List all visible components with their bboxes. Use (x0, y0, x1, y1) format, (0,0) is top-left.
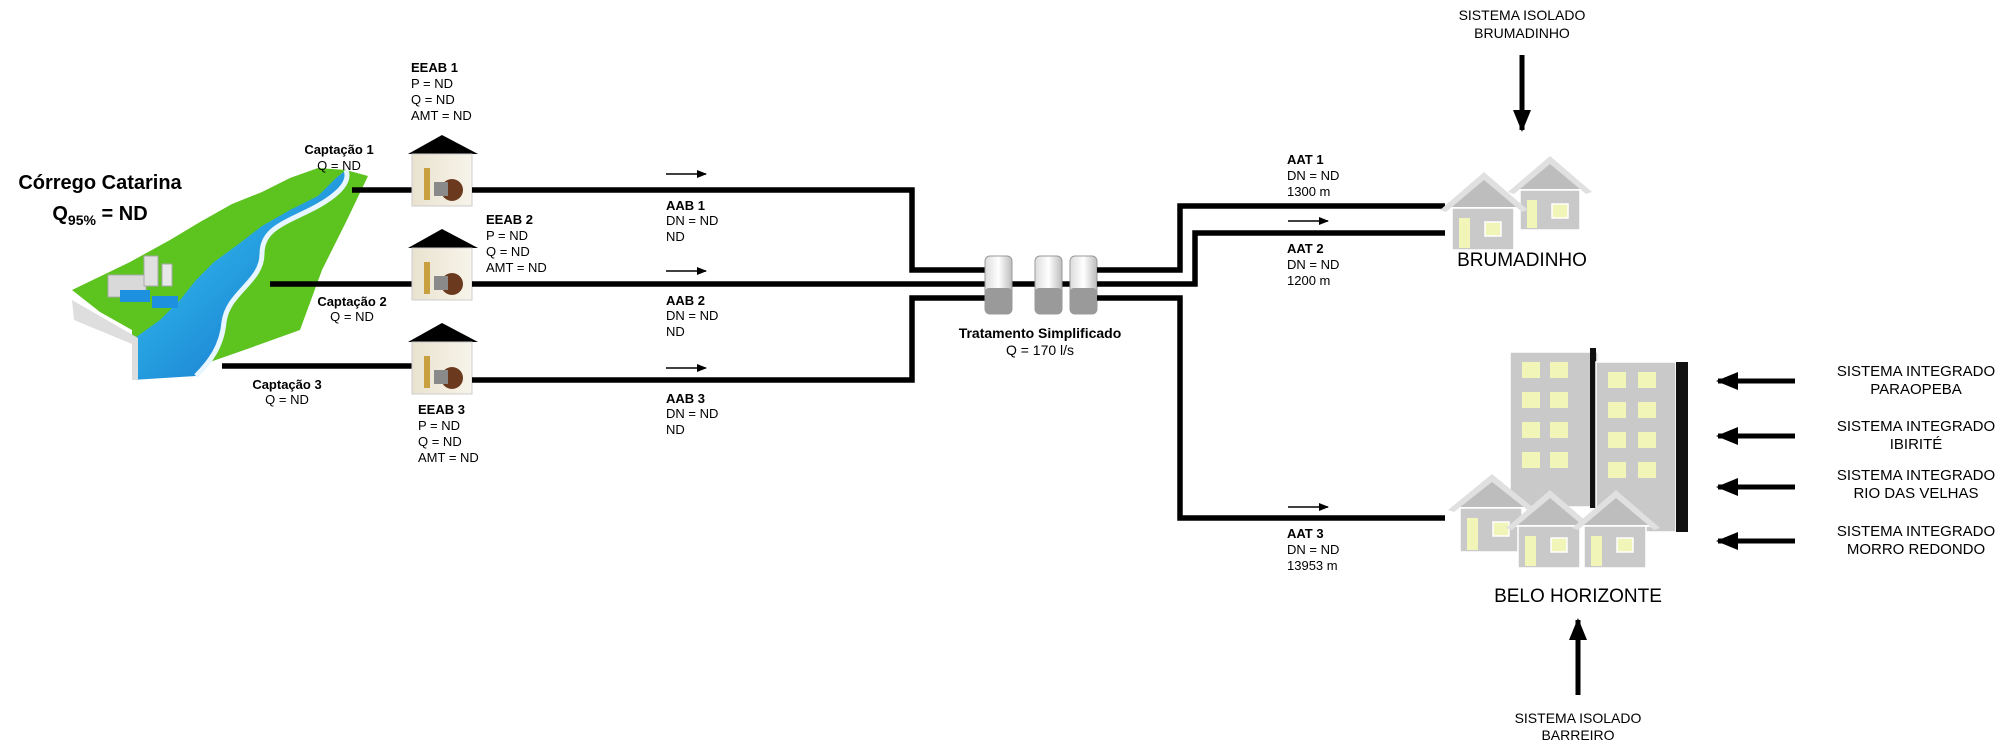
treatment-label: Tratamento Simplificado (959, 325, 1122, 341)
source-q95: Q95% = ND (52, 203, 147, 228)
intake-1-label: Captação 1 Q = ND (304, 142, 373, 173)
svg-text:Q = ND: Q = ND (486, 244, 530, 259)
svg-text:AAB 3: AAB 3 (666, 391, 705, 406)
treated-main-2 (1097, 230, 1445, 287)
svg-text:Q = ND: Q = ND (418, 434, 462, 449)
intake-3-label: Captação 3 Q = ND (252, 377, 321, 407)
svg-text:BARREIRO: BARREIRO (1541, 727, 1614, 743)
external-system-isolado-brumadinho: SISTEMA ISOLADO BRUMADINHO (1459, 7, 1586, 132)
svg-text:1300 m: 1300 m (1287, 184, 1330, 199)
svg-text:Q = ND: Q = ND (265, 392, 309, 407)
svg-text:P = ND: P = ND (411, 76, 453, 91)
pump-station-3-label: EEAB 3 P = ND Q = ND AMT = ND (418, 402, 479, 465)
treated-main-3 (1097, 295, 1445, 521)
svg-text:ND: ND (666, 422, 685, 437)
external-system-integrado-rio-das-velhas: SISTEMA INTEGRADO RIO DAS VELHAS (1716, 467, 1995, 502)
svg-text:IBIRITÉ: IBIRITÉ (1890, 436, 1943, 453)
city-belo-horizonte: BELO HORIZONTE (1494, 586, 1662, 607)
pump-station-3 (408, 323, 478, 395)
svg-text:DN = ND: DN = ND (666, 406, 718, 421)
house-icon (1508, 156, 1592, 231)
svg-text:SISTEMA ISOLADO: SISTEMA ISOLADO (1459, 7, 1586, 23)
svg-text:SISTEMA INTEGRADO: SISTEMA INTEGRADO (1837, 523, 1995, 540)
belo-horizonte-buildings (1448, 348, 1688, 569)
city-brumadinho: BRUMADINHO (1457, 250, 1587, 271)
raw-main-2-label: AAB 2 DN = ND ND (666, 293, 718, 339)
svg-text:SISTEMA INTEGRADO: SISTEMA INTEGRADO (1837, 467, 1995, 484)
raw-main-3 (472, 295, 985, 383)
pump-station-1-label: EEAB 1 P = ND Q = ND AMT = ND (411, 60, 472, 123)
svg-text:ND: ND (666, 229, 685, 244)
external-system-integrado-morro-redondo: SISTEMA INTEGRADO MORRO REDONDO (1716, 523, 1995, 558)
svg-text:13953 m: 13953 m (1287, 558, 1338, 573)
svg-text:SISTEMA INTEGRADO: SISTEMA INTEGRADO (1837, 418, 1995, 435)
svg-text:Captação 3: Captação 3 (252, 377, 321, 392)
svg-text:1200 m: 1200 m (1287, 273, 1330, 288)
external-system-integrado-paraopeba: SISTEMA INTEGRADO PARAOPEBA (1716, 363, 1995, 398)
svg-text:PARAOPEBA: PARAOPEBA (1870, 381, 1961, 398)
svg-text:RIO DAS VELHAS: RIO DAS VELHAS (1853, 485, 1978, 502)
treatment-flow: Q = 170 l/s (1006, 342, 1074, 358)
svg-text:AMT = ND: AMT = ND (418, 450, 479, 465)
raw-main-1-label: AAB 1 DN = ND ND (666, 198, 718, 244)
svg-text:AAT 3: AAT 3 (1287, 526, 1324, 541)
house-icon (1448, 474, 1536, 553)
treated-main-3-label: AAT 3 DN = ND 13953 m (1287, 526, 1339, 573)
house-icon (1440, 172, 1528, 251)
svg-text:AMT = ND: AMT = ND (486, 260, 547, 275)
pump-station-2-label: EEAB 2 P = ND Q = ND AMT = ND (486, 212, 547, 275)
svg-text:SISTEMA INTEGRADO: SISTEMA INTEGRADO (1837, 363, 1995, 380)
svg-text:AMT = ND: AMT = ND (411, 108, 472, 123)
source-name: Córrego Catarina (18, 172, 182, 194)
svg-text:Q = ND: Q = ND (411, 92, 455, 107)
svg-text:DN = ND: DN = ND (1287, 168, 1339, 183)
house-icon (1506, 490, 1594, 569)
svg-text:P = ND: P = ND (486, 228, 528, 243)
svg-text:EEAB 1: EEAB 1 (411, 60, 458, 75)
svg-text:EEAB 3: EEAB 3 (418, 402, 465, 417)
svg-text:DN = ND: DN = ND (1287, 257, 1339, 272)
raw-main-1 (472, 187, 985, 273)
external-system-integrado-ibirite: SISTEMA INTEGRADO IBIRITÉ (1716, 418, 1995, 453)
treated-main-1 (1097, 203, 1445, 273)
house-icon (1572, 490, 1660, 569)
treatment-plant (984, 255, 1098, 315)
river-illustration (72, 168, 368, 380)
svg-text:Q = ND: Q = ND (317, 158, 361, 173)
svg-text:DN = ND: DN = ND (666, 308, 718, 323)
svg-text:Q = ND: Q = ND (330, 309, 374, 324)
raw-main-3-label: AAB 3 DN = ND ND (666, 391, 718, 437)
river-water (132, 170, 348, 380)
brumadinho-houses (1440, 156, 1592, 251)
svg-text:Captação 2: Captação 2 (317, 294, 386, 309)
pump-station-1 (408, 135, 478, 207)
pump-station-2 (408, 229, 478, 301)
svg-text:DN = ND: DN = ND (666, 213, 718, 228)
external-system-isolado-barreiro: SISTEMA ISOLADO BARREIRO (1515, 618, 1642, 743)
svg-text:AAT 1: AAT 1 (1287, 152, 1324, 167)
treated-main-2-label: AAT 2 DN = ND 1200 m (1287, 241, 1339, 288)
svg-text:AAB 1: AAB 1 (666, 198, 705, 213)
building-icon (1509, 348, 1599, 508)
svg-text:BRUMADINHO: BRUMADINHO (1474, 25, 1570, 41)
treated-main-1-label: AAT 1 DN = ND 1300 m (1287, 152, 1339, 199)
svg-text:SISTEMA ISOLADO: SISTEMA ISOLADO (1515, 710, 1642, 726)
retaining-wall (72, 300, 138, 380)
svg-text:P = ND: P = ND (418, 418, 460, 433)
svg-text:ND: ND (666, 324, 685, 339)
svg-text:MORRO REDONDO: MORRO REDONDO (1847, 541, 1985, 558)
svg-text:EEAB 2: EEAB 2 (486, 212, 533, 227)
svg-text:AAB 2: AAB 2 (666, 293, 705, 308)
svg-text:AAT 2: AAT 2 (1287, 241, 1324, 256)
svg-text:DN = ND: DN = ND (1287, 542, 1339, 557)
intake-2-label: Captação 2 Q = ND (317, 294, 386, 324)
svg-text:Captação 1: Captação 1 (304, 142, 373, 157)
